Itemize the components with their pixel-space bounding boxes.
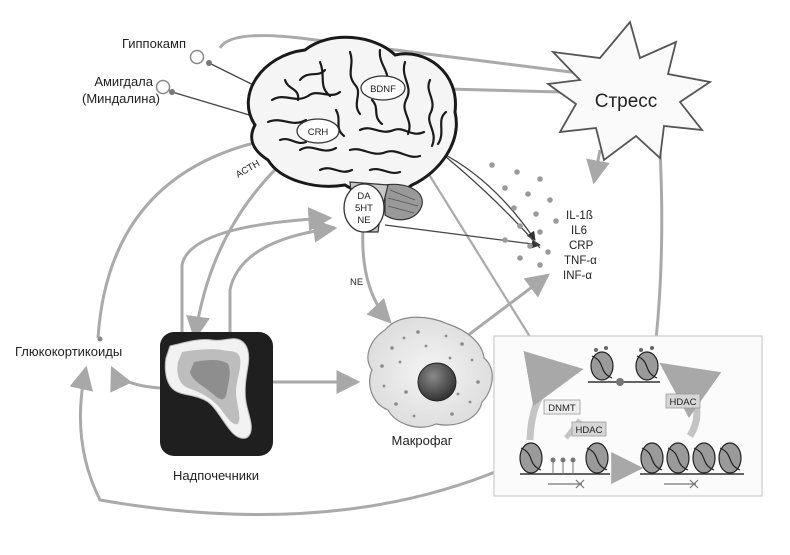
arrow-brain-to-epigenetics [419,159,533,341]
arrow-adrenals-to-brainstem [180,207,333,338]
neurotransmitter-ne: NE [357,215,370,226]
nucleosome-icon [588,346,660,386]
stress-label: Стресс [595,91,658,112]
crh-bubble [296,118,340,144]
bdnf-label: BDNF [370,84,396,95]
stress-burst-icon [545,20,713,162]
nucleosome-icon [640,442,744,489]
amygdala-marker [155,79,171,95]
macrophage-label: Макрофаг [391,433,452,448]
arrow-adrenals-to-glucocorticoids [110,365,161,393]
neurotransmitter-5ht: 5HT [355,203,373,214]
cytokine-dots [489,162,559,268]
amygdala-label-2: (Миндалина) [82,91,160,106]
neurotransmitter-da: DA [357,191,371,202]
macrophage-icon [367,316,493,428]
arrow-macrophage-to-cytokines [454,273,550,347]
cytokine-item: CRP [569,240,594,252]
acth-label: ACTH [234,158,262,181]
hippocampus-marker [189,49,205,65]
cytokine-item: INF-α [563,270,592,282]
arrow-crh-acth-to-adrenals [186,158,287,341]
arrow-stress-to-glucocorticoids [218,34,619,80]
cytokine-item: IL-1ß [566,210,593,222]
bdnf-bubble [360,75,406,101]
cytokine-item: IL6 [571,225,587,237]
neurotransmitter-bubble [343,183,385,233]
dnmt-label: DNMT [548,403,576,414]
nucleosome-icon [519,442,610,489]
arrow-adrenals-to-brainstem-2 [228,218,338,332]
connection-arrows [69,34,664,517]
adrenal-gland-icon [160,332,273,456]
glucocorticoids-label: Глюкокортикоиды [15,344,122,359]
arrow-stress-to-cytokines [586,149,610,185]
cytokine-list: IL-1ß IL6 CRP TNF-α INF-α [563,210,597,282]
cytokine-item: TNF-α [564,255,597,267]
epigenetics-panel: DNMT HDAC HDAC [493,335,763,497]
hdac-label-left: HDAC [576,425,603,436]
amygdala-label: Амигдала [94,74,153,89]
arrow-epigenetics-to-glucocorticoids [69,365,501,517]
hippocampus-dot [206,60,212,66]
line-brainstem-to-cytokines [384,224,541,249]
ne-label: NE [350,277,363,288]
amygdala-dot [169,89,175,95]
arrow-ne-to-macrophage [361,227,392,324]
hippocampus-label: Гиппокамп [122,36,186,51]
hdac-label-right: HDAC [670,397,697,408]
crh-label: CRH [308,127,329,138]
arrow-glucocorticoids-to-crh [96,126,298,339]
adrenals-label: Надпочечники [173,468,259,483]
glucocorticoids-dot [97,336,103,342]
arrow-stress-to-epigenetics [654,149,664,341]
